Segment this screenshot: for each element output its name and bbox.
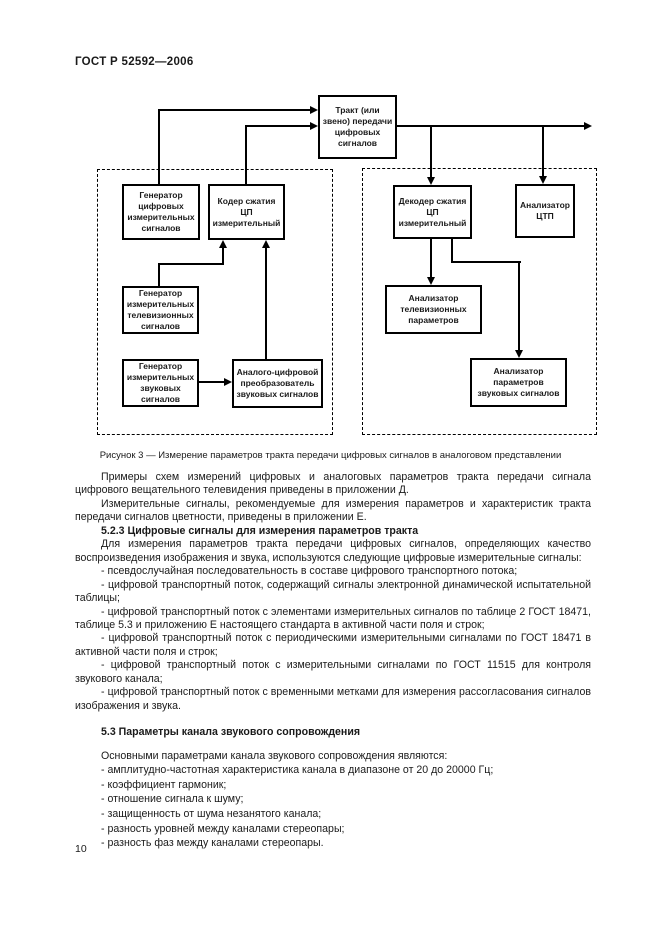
- connector-line: [158, 263, 224, 265]
- box-tv-parameters-analyzer: Анализатор телевизионных параметров: [385, 285, 482, 334]
- box-audio-adc: Аналого-цифровой преобразователь звуковы…: [232, 359, 323, 408]
- list-item: - защищенность от шума незанятого канала…: [101, 807, 322, 820]
- box-transport-stream-analyzer-label: Анализатор ЦТП: [520, 200, 570, 221]
- section-heading-5-2-3: 5.2.3 Цифровые сигналы для измерения пар…: [101, 524, 419, 537]
- figure-caption: Рисунок 3 — Измерение параметров тракта …: [99, 450, 562, 461]
- box-compression-coder-label: Кодер сжатия ЦП измерительный: [212, 195, 281, 228]
- connector-line: [451, 239, 453, 263]
- list-item: - цифровой транспортный поток, содержащи…: [75, 578, 591, 605]
- arrowhead-icon: [262, 240, 270, 248]
- list-item: - разность фаз между каналами стереопары…: [101, 837, 324, 850]
- connector-line: [430, 125, 432, 178]
- connector-line: [430, 239, 432, 277]
- arrowhead-icon: [427, 177, 435, 185]
- paragraph: Основными параметрами канала звукового с…: [101, 749, 448, 762]
- box-compression-coder: Кодер сжатия ЦП измерительный: [208, 184, 285, 240]
- paragraph: Примеры схем измерений цифровых и аналог…: [75, 471, 591, 497]
- list-item: - цифровой транспортный поток с измерите…: [75, 659, 591, 685]
- box-audio-adc-label: Аналого-цифровой преобразователь звуковы…: [236, 367, 319, 399]
- arrowhead-icon: [515, 350, 523, 358]
- box-tv-parameters-analyzer-label: Анализатор телевизионных параметров: [400, 293, 467, 325]
- page-number: 10: [75, 843, 87, 855]
- box-audio-measuring-signal-generator: Генератор измерительных звуковых сигнало…: [122, 359, 199, 407]
- box-digital-signal-path: Тракт (или звено) передачи цифровых сигн…: [318, 95, 397, 159]
- connector-line: [158, 109, 160, 185]
- connector-line: [158, 109, 310, 111]
- box-digital-signal-path-label: Тракт (или звено) передачи цифровых сигн…: [322, 105, 393, 148]
- connector-line: [245, 125, 247, 185]
- box-audio-measuring-signal-generator-label: Генератор измерительных звуковых сигнало…: [126, 361, 195, 404]
- connector-line: [451, 261, 521, 263]
- connector-line: [245, 125, 310, 127]
- list-item: - цифровой транспортный поток с элемента…: [75, 605, 591, 631]
- paragraph: Для измерения параметров тракта передачи…: [75, 538, 591, 564]
- sound-channel-parameters: Основными параметрами канала звукового с…: [75, 749, 591, 851]
- box-digital-measuring-signal-generator: Генератор цифровых измерительных сигнало…: [122, 184, 200, 240]
- box-tv-measuring-signal-generator-label: Генератор измерительных телевизионных си…: [126, 288, 195, 331]
- arrowhead-icon: [219, 240, 227, 248]
- arrowhead-icon: [539, 176, 547, 184]
- connector-line: [265, 248, 267, 359]
- arrowhead-icon: [310, 122, 318, 130]
- receive-side-dashed-frame: [362, 168, 597, 435]
- box-tv-measuring-signal-generator: Генератор измерительных телевизионных си…: [122, 286, 199, 334]
- box-audio-parameters-analyzer-label: Анализатор параметров звуковых сигналов: [477, 366, 560, 398]
- arrowhead-icon: [584, 122, 592, 130]
- document-number: ГОСТ Р 52592—2006: [75, 56, 194, 68]
- arrowhead-icon: [224, 378, 232, 386]
- transmit-side-dashed-frame: [97, 169, 333, 435]
- box-audio-parameters-analyzer: Анализатор параметров звуковых сигналов: [470, 358, 567, 407]
- connector-line: [397, 125, 584, 127]
- box-digital-measuring-signal-generator-label: Генератор цифровых измерительных сигнало…: [127, 190, 195, 233]
- connector-line: [222, 248, 224, 265]
- connector-line: [199, 381, 224, 383]
- arrowhead-icon: [310, 106, 318, 114]
- list-item: - разность уровней между каналами стерео…: [101, 822, 345, 835]
- box-transport-stream-analyzer: Анализатор ЦТП: [515, 184, 575, 238]
- box-compression-decoder: Декодер сжатия ЦП измерительный: [393, 185, 472, 239]
- list-item: - отношение сигнала к шуму;: [101, 793, 244, 806]
- section-heading-5-3: 5.3 Параметры канала звукового сопровожд…: [101, 726, 361, 739]
- connector-line: [518, 261, 520, 350]
- list-item: - амплитудно-частотная характеристика ка…: [101, 764, 494, 777]
- arrowhead-icon: [427, 277, 435, 285]
- list-item: - коэффициент гармоник;: [101, 778, 227, 791]
- list-item: - псевдослучайная последовательность в с…: [101, 565, 518, 578]
- body-text: Примеры схем измерений цифровых и аналог…: [75, 471, 591, 851]
- connector-line: [158, 263, 160, 286]
- connector-line: [542, 125, 544, 177]
- list-item: - цифровой транспортный поток с периодич…: [75, 632, 591, 658]
- list-item: - цифровой транспортный поток с временны…: [75, 686, 591, 712]
- paragraph: Измерительные сигналы, рекомендуемые для…: [75, 497, 591, 524]
- box-compression-decoder-label: Декодер сжатия ЦП измерительный: [398, 195, 467, 228]
